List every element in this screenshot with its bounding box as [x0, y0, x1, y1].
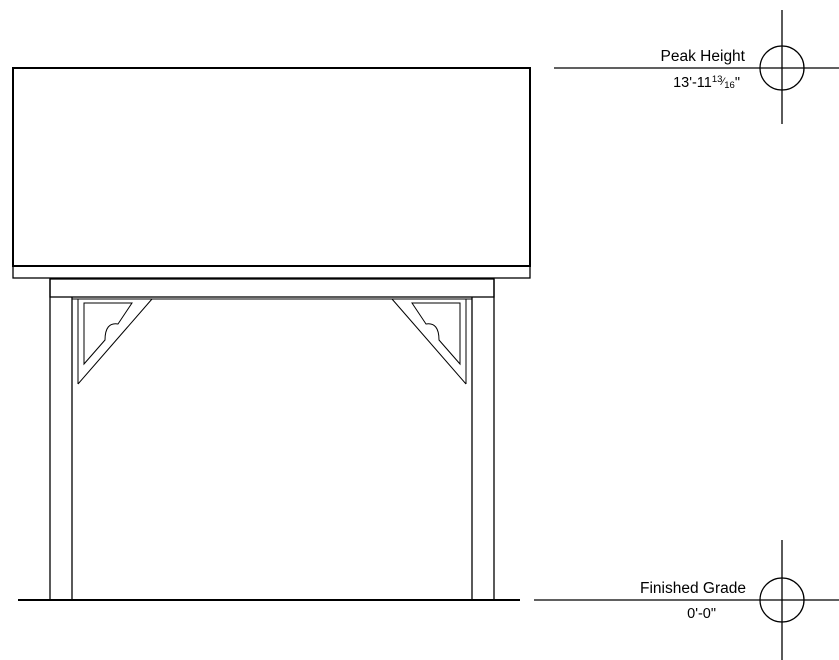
- finished-grade-target-icon: [759, 577, 805, 623]
- roof-panel: [12, 67, 531, 267]
- header-beam: [49, 278, 495, 300]
- header-beam-face: [49, 278, 495, 298]
- peak-height-label: Peak Height: [661, 48, 746, 65]
- peak-height-unit: ": [735, 75, 740, 91]
- peak-height-fraction-denominator: 16: [724, 80, 735, 91]
- peak-height-marker: Peak Height 13'-1113⁄16": [554, 10, 839, 124]
- finished-grade-marker: Finished Grade 0'-0": [534, 540, 839, 660]
- peak-height-target-icon: [759, 45, 805, 91]
- peak-height-fraction-slash: ⁄: [719, 76, 726, 88]
- post-left: [49, 279, 73, 600]
- post-right: [471, 279, 495, 600]
- peak-height-value-main: 13'-11: [673, 75, 712, 91]
- finished-grade-value: 0'-0": [687, 606, 716, 622]
- finished-grade-label: Finished Grade: [640, 580, 746, 597]
- roof: [12, 67, 531, 279]
- knee-brace-right: [391, 298, 467, 385]
- knee-brace-left: [77, 298, 153, 385]
- roof-fascia: [12, 265, 531, 279]
- peak-height-fraction-numerator: 13: [712, 74, 723, 85]
- peak-height-value: 13'-1113⁄16": [673, 74, 740, 91]
